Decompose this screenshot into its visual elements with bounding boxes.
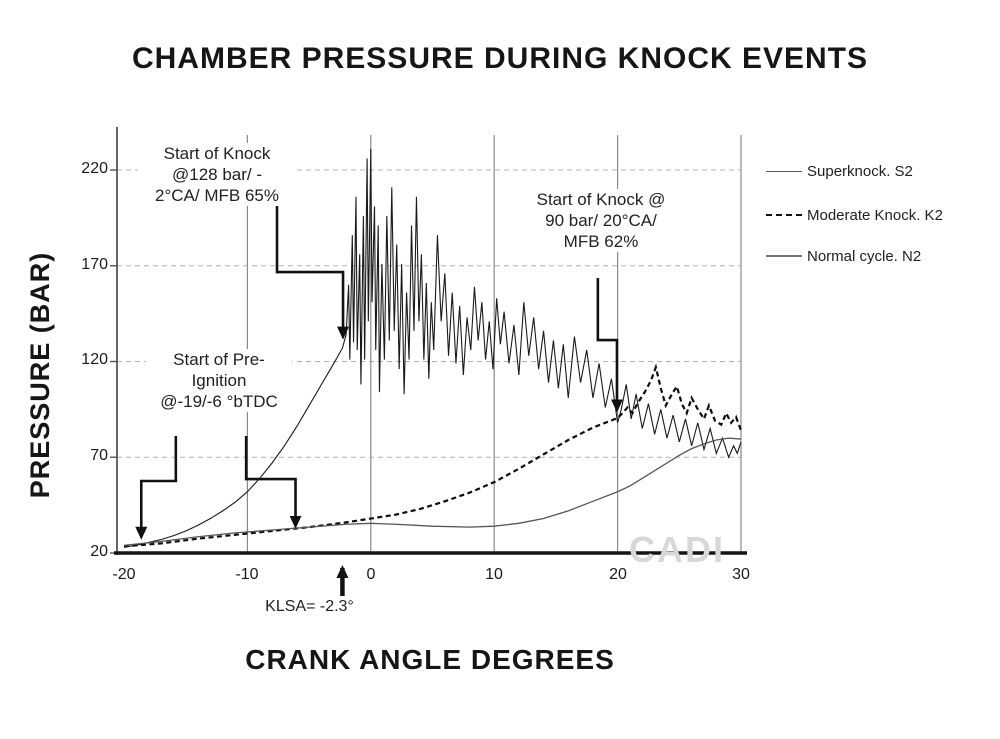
legend-line-icon-k2: [766, 214, 802, 216]
x-tick--10: -10: [235, 566, 259, 583]
y-tick-20: 20: [90, 543, 108, 560]
y-tick-120: 120: [81, 351, 108, 368]
legend-item-normal-cycle: Normal cycle. N2: [766, 247, 921, 265]
legend-item-moderate-knock: Moderate Knock. K2: [766, 206, 943, 224]
chart-title: CHAMBER PRESSURE DURING KNOCK EVENTS: [131, 42, 869, 75]
x-tick-10: 10: [485, 566, 503, 583]
y-tick-70: 70: [90, 447, 108, 464]
y-tick-220: 220: [81, 160, 108, 177]
legend-item-superknock: Superknock. S2: [766, 162, 913, 180]
x-tick--20: -20: [112, 566, 136, 583]
legend-line-icon-s2: [766, 170, 802, 172]
legend-label-s2: Superknock. S2: [807, 162, 913, 180]
annotation-knock-k2: Start of Knock @ 90 bar/ 20°CA/ MFB 62%: [512, 189, 690, 252]
watermark: CADI: [629, 529, 725, 570]
x-tick-20: 20: [609, 566, 627, 583]
x-tick-30: 30: [732, 566, 750, 583]
annotation-preignition: Start of Pre- Ignition @-19/-6 °bTDC: [146, 349, 292, 412]
legend-line-icon-n2: [766, 255, 802, 257]
x-tick-0: 0: [366, 566, 376, 583]
legend-label-n2: Normal cycle. N2: [807, 247, 922, 265]
legend-label-k2: Moderate Knock. K2: [807, 206, 943, 224]
x-axis-title: CRANK ANGLE DEGREES: [245, 644, 615, 675]
y-tick-170: 170: [81, 256, 108, 273]
annotation-knock-s2: Start of Knock @128 bar/ - 2°CA/ MFB 65%: [138, 143, 296, 206]
klsa-label: KLSA= -2.3°: [265, 598, 354, 615]
y-axis-title: PRESSURE (BAR): [25, 251, 55, 499]
